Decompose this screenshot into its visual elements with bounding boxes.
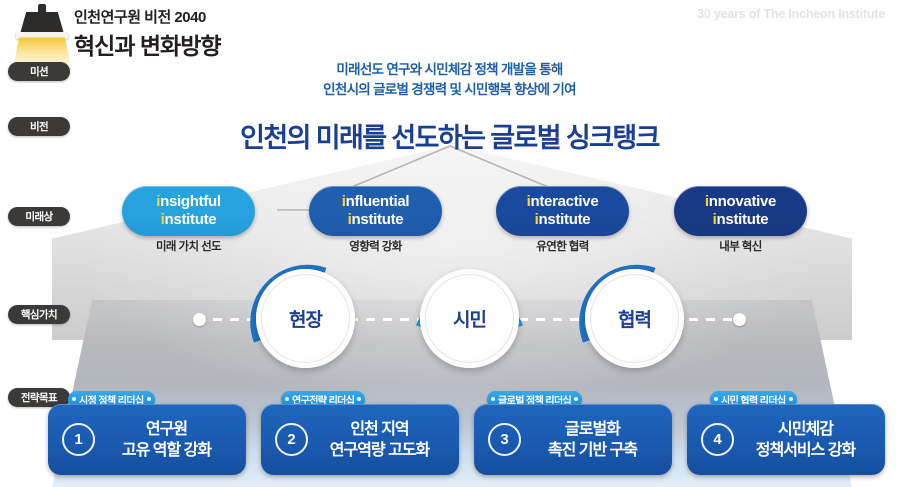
goal-text-4: 시민체감 정책서비스 강화 bbox=[734, 419, 885, 461]
goal-number-1: 1 bbox=[62, 423, 95, 456]
badge-line-2: institute bbox=[347, 211, 404, 228]
lamp-body bbox=[20, 12, 64, 34]
connector-end-dot-left bbox=[193, 313, 206, 326]
goal-tag-3: 글로벌 정책 리더십 bbox=[487, 391, 583, 408]
core-value-label: 협력 bbox=[585, 269, 684, 368]
goal-line-2: 촉진 기반 구축 bbox=[547, 441, 638, 459]
goal-number-3: 3 bbox=[488, 423, 521, 456]
goal-line-1: 시민체감 bbox=[778, 420, 834, 438]
connector-end-dot-right bbox=[733, 313, 746, 326]
badge-line-1: innovative bbox=[704, 193, 777, 210]
mission-line-2: 인천시의 글로벌 경쟁력 및 시민행복 향상에 기여 bbox=[323, 82, 576, 97]
header-eyebrow: 인천연구원 비전 2040 bbox=[74, 9, 206, 26]
goal-card-4[interactable]: 4 시민체감 정책서비스 강화 bbox=[687, 404, 885, 475]
goal-number-4: 4 bbox=[701, 423, 734, 456]
goal-text-3: 글로벌화 촉진 기반 구축 bbox=[521, 419, 672, 461]
anniversary-note: 30 years of The Incheon Institute bbox=[697, 7, 885, 21]
lamp-rim bbox=[16, 32, 68, 39]
future-vision-badge-innovative[interactable]: innovative institute bbox=[674, 186, 807, 236]
goal-text-2: 인천 지역 연구역량 고도화 bbox=[308, 419, 459, 461]
mission-statement: 미래선도 연구와 시민체감 정책 개발을 통해 인천시의 글로벌 경쟁력 및 시… bbox=[0, 60, 899, 100]
badge-line-2: institute bbox=[534, 211, 591, 228]
vision-headline: 인천의 미래를 선도하는 글로벌 싱크탱크 bbox=[240, 123, 660, 153]
goal-number-2: 2 bbox=[275, 423, 308, 456]
core-value-hyeopryeok[interactable]: 협력 bbox=[579, 264, 684, 368]
goal-text-1: 연구원 고유 역할 강화 bbox=[95, 419, 246, 461]
future-vision-subtitle-2: 영향력 강화 bbox=[349, 241, 402, 253]
goal-card-3[interactable]: 3 글로벌화 촉진 기반 구축 bbox=[474, 404, 672, 475]
future-vision-badge-insightful[interactable]: insightful institute bbox=[122, 186, 255, 236]
badge-line-2: institute bbox=[712, 211, 769, 228]
rail-label-vision: 비전 bbox=[8, 117, 70, 136]
goal-card-2[interactable]: 2 인천 지역 연구역량 고도화 bbox=[261, 404, 459, 475]
future-vision-subtitle-1: 미래 가치 선도 bbox=[155, 241, 222, 253]
goal-line-2: 정책서비스 강화 bbox=[755, 441, 857, 459]
goal-line-1: 연구원 bbox=[145, 420, 188, 438]
core-value-label: 현장 bbox=[256, 269, 355, 368]
rail-label-strategic-goals: 전략목표 bbox=[8, 388, 70, 407]
goal-line-1: 인천 지역 bbox=[350, 420, 409, 438]
badge-line-1: interactive bbox=[526, 193, 599, 210]
page-title: 혁신과 변화방향 bbox=[74, 33, 222, 59]
badge-line-2: institute bbox=[160, 211, 217, 228]
future-vision-subtitle-3: 유연한 협력 bbox=[536, 241, 589, 253]
badge-line-1: influential bbox=[341, 193, 410, 210]
mission-line-1: 미래선도 연구와 시민체감 정책 개발을 통해 bbox=[336, 62, 563, 77]
goal-card-1[interactable]: 1 연구원 고유 역할 강화 bbox=[48, 404, 246, 475]
badge-line-1: insightful bbox=[156, 193, 221, 210]
core-value-simin[interactable]: 시민 bbox=[416, 269, 523, 368]
rail-label-future-vision: 미래상 bbox=[8, 207, 70, 226]
future-vision-subtitle-4: 내부 혁신 bbox=[719, 241, 762, 253]
rail-label-core-values: 핵심가치 bbox=[8, 305, 70, 324]
future-vision-badge-influential[interactable]: influential institute bbox=[309, 186, 442, 236]
goal-line-1: 글로벌화 bbox=[565, 420, 621, 438]
goal-line-2: 연구역량 고도화 bbox=[329, 441, 431, 459]
goal-line-2: 고유 역할 강화 bbox=[121, 441, 212, 459]
goal-tag-2: 연구전략 리더십 bbox=[281, 391, 366, 408]
lamp-stem bbox=[38, 4, 46, 14]
goal-tag-1: 시정 정책 리더십 bbox=[68, 391, 155, 408]
rail-label-mission: 미션 bbox=[8, 62, 70, 81]
core-value-label: 시민 bbox=[420, 269, 519, 368]
future-vision-badge-interactive[interactable]: interactive institute bbox=[496, 186, 629, 236]
goal-tag-4: 시민 협력 리더십 bbox=[710, 391, 797, 408]
core-value-hyeonjang[interactable]: 현장 bbox=[250, 264, 355, 368]
